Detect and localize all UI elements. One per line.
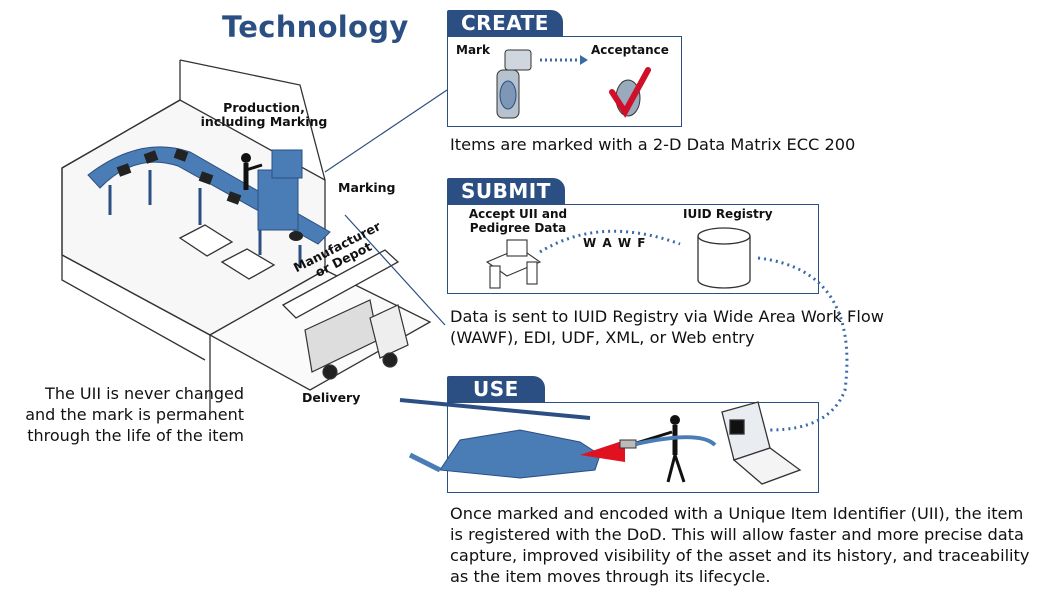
scan-laser-icon xyxy=(580,440,625,462)
use-caption-line3: capture, improved visibility of the asse… xyxy=(450,546,1030,565)
delivery-truck xyxy=(304,299,409,380)
submit-connector xyxy=(344,214,446,326)
submit-caption-line2: (WAWF), EDI, UDF, XML, or Web entry xyxy=(450,328,755,347)
wawf-flow xyxy=(539,229,681,254)
registry-to-laptop-flow xyxy=(757,256,849,432)
wawf-label: W A W F xyxy=(583,236,647,250)
workstation-icon xyxy=(485,239,542,289)
note-line1: The UII is never changed xyxy=(45,384,244,403)
acceptance-check-icon xyxy=(609,67,651,118)
production-line2: including Marking xyxy=(200,114,328,129)
submit-caption-line1: Data is sent to IUID Registry via Wide A… xyxy=(450,307,884,326)
delivery-label: Delivery xyxy=(302,390,361,405)
acceptance-label: Acceptance xyxy=(591,43,669,57)
accept-label-line1: Accept UII and xyxy=(468,207,568,221)
accept-uii-label: Accept UII and Pedigree Data xyxy=(462,207,574,235)
marking-label: Marking xyxy=(338,180,396,195)
create-arrow-head xyxy=(580,55,588,65)
create-connector xyxy=(324,89,448,173)
marking-machine xyxy=(241,149,303,231)
permanence-note: The UII is never changed and the mark is… xyxy=(8,383,244,446)
use-caption: Once marked and encoded with a Unique It… xyxy=(450,503,1030,587)
scanner-cable xyxy=(635,435,717,447)
submit-caption: Data is sent to IUID Registry via Wide A… xyxy=(450,306,884,348)
note-line3: through the life of the item xyxy=(27,426,244,445)
production-label: Production, including Marking xyxy=(198,101,330,129)
create-tab: CREATE xyxy=(447,10,563,36)
create-caption: Items are marked with a 2-D Data Matrix … xyxy=(450,135,856,154)
production-line1: Production, xyxy=(223,100,305,115)
database-icon xyxy=(697,227,751,289)
scanner-operator-icon xyxy=(619,415,686,483)
helicopter-icon xyxy=(399,398,601,479)
marking-device-icon xyxy=(496,49,532,119)
use-tab: USE xyxy=(447,376,545,402)
note-line2: and the mark is permanent xyxy=(25,405,244,424)
registry-label: IUID Registry xyxy=(683,207,773,221)
accept-label-line2: Pedigree Data xyxy=(469,221,567,235)
use-caption-line1: Once marked and encoded with a Unique It… xyxy=(450,504,1024,523)
page-title: Technology xyxy=(222,10,409,44)
submit-tab: SUBMIT xyxy=(447,178,565,204)
use-caption-line2: is registered with the DoD. This will al… xyxy=(450,525,1024,544)
laptop-icon xyxy=(721,401,802,485)
mark-label: Mark xyxy=(456,43,490,57)
use-caption-line4: as the item moves through its lifecycle. xyxy=(450,567,771,586)
